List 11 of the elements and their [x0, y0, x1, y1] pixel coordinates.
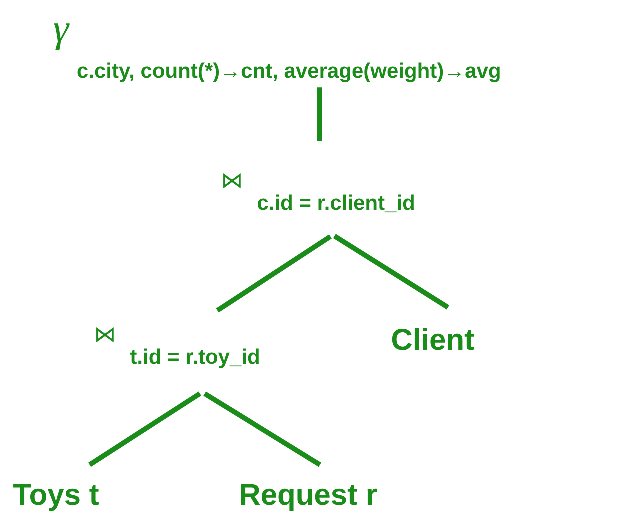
- relation-name: Client: [392, 328, 474, 350]
- relation-name: Toys t: [14, 484, 99, 512]
- grouping-operator: γ c.city, count(*)→cnt, average(weight)→avg: [54, 24, 500, 82]
- relation-name: Request r: [241, 484, 378, 512]
- join-operator: ⋈ c.id = r.client_id: [224, 174, 414, 213]
- tree-edge: [318, 88, 322, 142]
- tree-edge: [88, 392, 202, 468]
- join-operator: ⋈ t.id = r.toy_id: [96, 328, 259, 368]
- tree-edge: [333, 234, 450, 310]
- tree-edge: [216, 234, 332, 313]
- tree-edge: [204, 392, 322, 468]
